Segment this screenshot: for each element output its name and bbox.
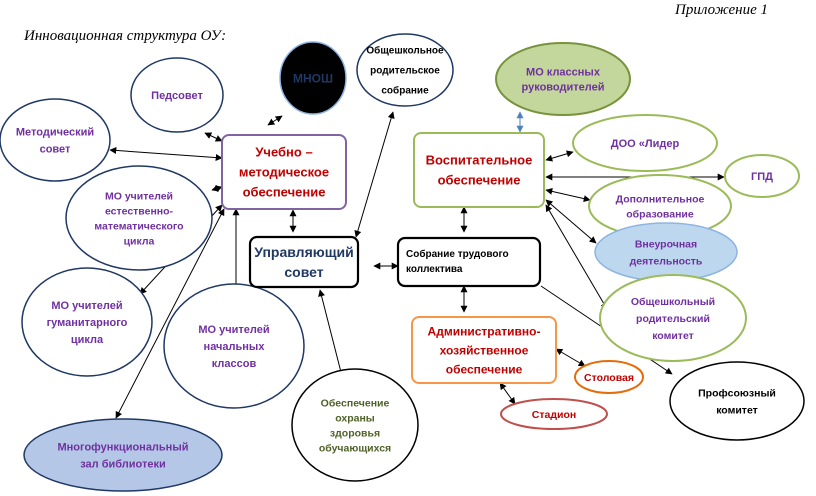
- node-uchebno: Учебно – методическое обеспечение: [221, 134, 347, 210]
- node-dop-obr: Дополнительное образование: [588, 174, 732, 238]
- connector-arrow: [318, 289, 346, 385]
- node-label: цикла: [71, 334, 104, 346]
- node-vospit: Воспитательное обеспечение: [413, 132, 545, 208]
- connector-arrow: [211, 184, 223, 193]
- node-label: обучающихся: [319, 442, 391, 454]
- node-label: родительский: [636, 313, 710, 325]
- node-label: Управляющий: [254, 244, 353, 260]
- node-mfz: Многофункциональный зал библиотеки: [23, 418, 223, 492]
- node-sobranie-trud: Собрание трудового коллектива: [396, 236, 542, 288]
- node-label: хозяйственное: [440, 343, 529, 357]
- node-label: обеспечение: [438, 173, 521, 188]
- node-label: обеспечение: [446, 362, 523, 376]
- node-label: обеспечение: [243, 185, 326, 200]
- connector-arrow: [545, 150, 574, 162]
- node-label: Общешкольное: [366, 45, 444, 57]
- node-mo-est: МО учителей естественно-математического ци…: [65, 165, 213, 271]
- node-adm-hoz: Административно-хозяйственное обеспечение: [411, 316, 557, 384]
- node-rod-komitet: Общешкольный родительский комитет: [599, 274, 747, 362]
- node-label: Дополнительное: [616, 193, 705, 205]
- node-label: Стадион: [532, 409, 576, 421]
- page-title: Инновационная структура ОУ:: [24, 28, 227, 44]
- node-label: Внеурочная: [635, 238, 697, 250]
- node-label: Столовая: [584, 372, 634, 384]
- node-pedsovet: Педсовет: [130, 57, 224, 133]
- node-label: образование: [626, 208, 694, 220]
- node-label: гуманитарного: [47, 317, 128, 329]
- node-label: Обеспечение: [321, 397, 390, 409]
- node-label: Воспитательное: [426, 153, 533, 168]
- node-label: Учебно –: [255, 145, 312, 160]
- node-label: МО учителей: [51, 300, 122, 312]
- node-label: Педсовет: [151, 90, 203, 102]
- node-label: начальных: [204, 341, 266, 353]
- connector-arrow: [545, 187, 591, 203]
- node-vneur: Внеурочная деятельность: [594, 222, 738, 282]
- node-label: Собрание трудового: [406, 248, 509, 260]
- connector-arrow: [204, 132, 223, 142]
- node-stolovaya: Столовая: [574, 360, 644, 394]
- node-label: родительское: [370, 66, 440, 77]
- node-label: цикла: [124, 235, 155, 247]
- node-label: МО учителей: [105, 190, 173, 202]
- node-label: охраны: [335, 412, 375, 424]
- connector-arrow: [555, 348, 586, 367]
- connector-arrow: [109, 146, 223, 162]
- node-ohrana: Обеспечение охраны здоровья обучающихся: [291, 368, 419, 482]
- node-doo: ДОО «Лидер: [572, 114, 718, 172]
- node-label: совет: [40, 143, 71, 155]
- node-metod-sovet: Методический совет: [0, 98, 111, 182]
- node-gpd: ГПД: [724, 154, 800, 198]
- node-label: Профсоюзный: [698, 387, 776, 399]
- node-label: ГПД: [751, 171, 773, 183]
- node-label: МНОШ: [293, 71, 333, 85]
- node-label: МО классных: [526, 66, 601, 78]
- connector-arrow: [545, 204, 608, 310]
- node-label: естественно-: [105, 205, 174, 217]
- node-label: комитет: [652, 330, 694, 342]
- node-mo-nach: МО учителей начальных классов: [163, 283, 305, 409]
- node-upr-sovet: Управляющий совет: [248, 235, 360, 289]
- node-label: деятельность: [630, 255, 703, 267]
- connector-arrow: [115, 208, 225, 419]
- node-label: классов: [212, 358, 257, 370]
- appendix-label: Приложение 1: [675, 2, 768, 18]
- node-label: Административно-: [428, 324, 541, 338]
- node-obsh-sobranie: Общешкольное родительское собрание: [356, 33, 454, 107]
- connector-arrow: [354, 111, 395, 238]
- node-mo-klass: МО классных руководителей: [495, 42, 631, 116]
- node-label: зал библиотеки: [80, 458, 166, 470]
- node-label: ДОО «Лидер: [611, 138, 680, 150]
- node-prof-komitet: Профсоюзный комитет: [669, 361, 805, 441]
- node-label: Многофункциональный: [58, 441, 189, 453]
- node-label: комитет: [716, 404, 758, 416]
- node-label: Методический: [16, 126, 94, 138]
- connector-arrow: [267, 115, 283, 126]
- node-label: математического: [94, 220, 183, 232]
- connector-arrow: [499, 382, 516, 405]
- node-label: руководителей: [522, 81, 605, 93]
- node-label: собрание: [381, 85, 429, 97]
- node-label: здоровья: [330, 427, 380, 439]
- node-label: коллектива: [406, 264, 463, 275]
- node-mo-gum: МО учителей гуманитарного цикла: [21, 267, 153, 377]
- node-label: методическое: [239, 165, 329, 180]
- node-label: МО учителей: [198, 324, 269, 336]
- node-stadion: Стадион: [500, 398, 608, 430]
- node-label: совет: [284, 264, 323, 280]
- node-label: Общешкольный: [631, 296, 715, 308]
- node-mnosh: МНОШ: [279, 41, 347, 115]
